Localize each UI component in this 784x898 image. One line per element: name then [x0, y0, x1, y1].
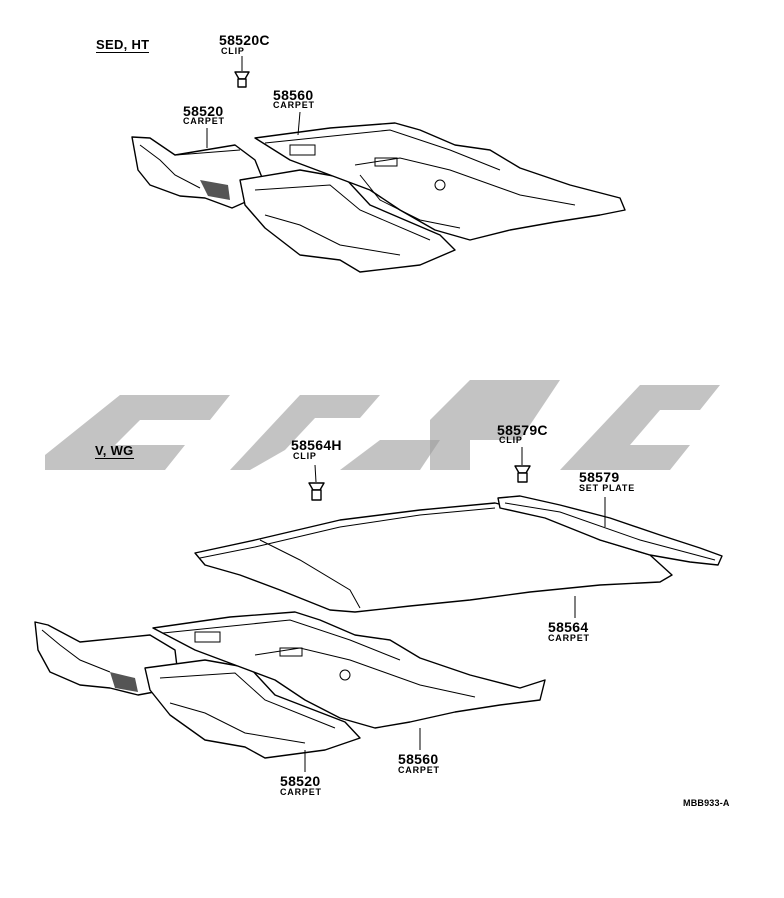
callout-58579c-part-no: 58579C: [497, 422, 548, 438]
watermark-logo: [45, 380, 720, 470]
top-front-carpet-58520: [131, 136, 266, 209]
callout-58564-part-no: 58564: [548, 619, 589, 635]
callout-58579-part-no: 58579: [579, 469, 620, 485]
bottom-front-carpet-58520: [34, 621, 179, 696]
callout-58560-top-desc: CARPET: [273, 100, 315, 110]
top-rear-carpet-58560: [254, 122, 626, 241]
bottom-rear-carpet-58560: [152, 611, 546, 729]
bottom-set-plate-58579: [497, 495, 723, 566]
section-label-v-wg: V, WG: [95, 443, 134, 459]
callout-58564-desc: CARPET: [548, 633, 590, 643]
callout-58560-bottom-desc: CARPET: [398, 765, 440, 775]
callout-58520c-part-no: 58520C: [219, 32, 270, 48]
callout-58520c-desc: CLIP: [221, 46, 245, 56]
callout-58520-bottom-part-no: 58520: [280, 773, 321, 789]
callout-58520-bottom-desc: CARPET: [280, 787, 322, 797]
section-label-sed-ht: SED, HT: [96, 37, 150, 53]
diagram-reference-code: MBB933-A: [683, 798, 730, 808]
callout-58560-bottom-part-no: 58560: [398, 751, 439, 767]
callout-58579c-desc: CLIP: [499, 435, 523, 445]
callout-58579-desc: SET PLATE: [579, 483, 636, 493]
callout-58564h-desc: CLIP: [293, 451, 317, 461]
callout-58520-top-part-no: 58520: [183, 103, 224, 119]
clip-58579c-icon: [514, 465, 531, 483]
callout-58520-top-desc: CARPET: [183, 116, 225, 126]
clip-58564h-icon: [308, 482, 325, 501]
leader-lines: [206, 56, 606, 772]
callout-58560-top-part-no: 58560: [273, 87, 314, 103]
bottom-cargo-carpet-58564: [194, 502, 673, 613]
callout-58564h-part-no: 58564H: [291, 437, 342, 453]
clip-58520c-icon: [234, 71, 250, 88]
